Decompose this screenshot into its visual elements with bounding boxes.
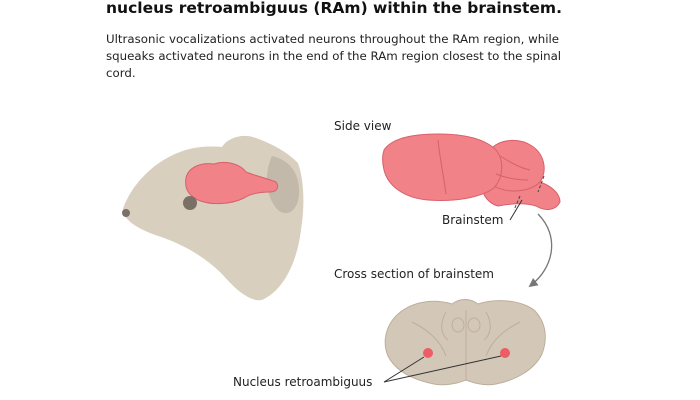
cross-section-inner-right xyxy=(483,311,491,341)
cross-section-canal-right xyxy=(467,317,481,333)
mouse-ear-inner xyxy=(266,156,300,214)
nucleus-pointer-line-right xyxy=(383,355,502,383)
brainstem-label: Brainstem xyxy=(442,213,504,227)
brainstem-cross-section xyxy=(384,299,546,386)
cross-section-canal-left xyxy=(451,317,465,333)
transition-arrow xyxy=(528,213,553,288)
brainstem-cut-line-1 xyxy=(513,195,521,211)
nucleus-pointer-line-left xyxy=(383,356,425,383)
nucleus-dot-right xyxy=(500,348,510,358)
brainstem-cut-line-2 xyxy=(537,175,545,193)
cross-section-right-fold xyxy=(485,321,521,357)
brain-sulcus-3 xyxy=(495,173,529,181)
figure-title: nucleus retroambiguus (RAm) within the b… xyxy=(106,0,562,17)
side-view-brain xyxy=(382,133,561,211)
nucleus-retroambiguus-label: Nucleus retroambiguus xyxy=(233,375,373,389)
cross-section-label: Cross section of brainstem xyxy=(334,267,494,281)
brain-sulcus-1 xyxy=(437,139,447,195)
cross-section-inner-left xyxy=(441,311,449,341)
mouse-head xyxy=(122,135,304,301)
side-view-label: Side view xyxy=(334,119,392,133)
cross-section-tissue xyxy=(384,299,546,386)
mouse-nose xyxy=(122,209,130,217)
brain-sulcus-2 xyxy=(499,155,531,171)
brainstem-pointer-line xyxy=(509,199,523,221)
mouse-brain-highlight xyxy=(185,161,279,205)
nucleus-dot-left xyxy=(423,348,433,358)
mouse-eye xyxy=(183,196,197,210)
figure-description: Ultrasonic vocalizations activated neuro… xyxy=(106,32,562,80)
cross-section-left-fold xyxy=(411,321,447,357)
